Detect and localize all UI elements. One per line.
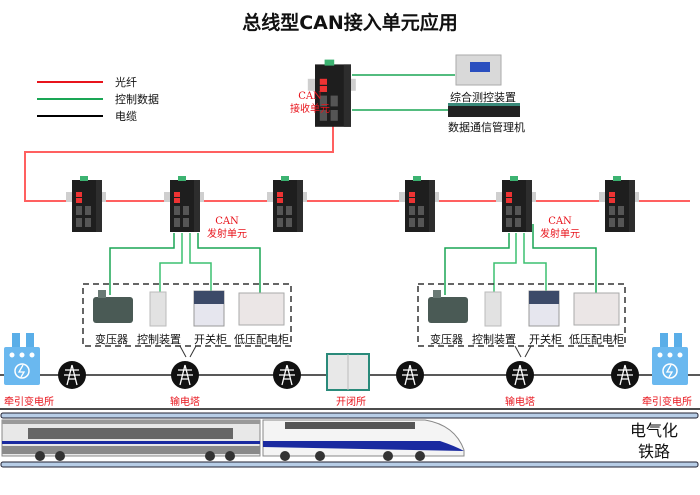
- control-lines-right: [444, 224, 597, 295]
- switching-station-icon: [326, 353, 370, 391]
- transmitter-label-left: CAN 发射单元: [207, 216, 247, 240]
- data-comm-manager-label: 数据通信管理机: [448, 121, 525, 134]
- tower-icon-5: [505, 360, 535, 390]
- data-comm-manager-icon: [448, 103, 520, 117]
- legend-fiber-label: 光纤: [115, 76, 137, 89]
- switchgear-icon-right: [528, 290, 560, 327]
- tower-label-left: 输电塔: [170, 397, 200, 408]
- legend-cable-label: 电缆: [115, 110, 137, 123]
- train-icon: [1, 419, 465, 461]
- tower-icon-4: [395, 360, 425, 390]
- equipment-label-lv-left: 低压配电柜: [234, 333, 289, 346]
- equipment-group-box-left: [82, 283, 292, 347]
- control-device-icon-right: [484, 291, 502, 327]
- tower-icon-2: [170, 360, 200, 390]
- can-transmitter-right: [496, 176, 536, 232]
- lv-cabinet-icon-right: [573, 292, 620, 326]
- switching-station-label: 开闭所: [336, 397, 366, 408]
- equipment-label-transformer-left: 变压器: [95, 333, 128, 346]
- fiber-line: [24, 118, 690, 202]
- transformer-icon-right: [428, 290, 468, 323]
- tower-icon-6: [610, 360, 640, 390]
- traction-substation-label-right: 牵引变电所: [642, 397, 692, 408]
- diagram-title: 总线型CAN接入单元应用: [242, 12, 458, 34]
- can-node-3: [267, 176, 307, 232]
- equipment-label-transformer-right: 变压器: [430, 333, 463, 346]
- can-node-6: [599, 176, 639, 232]
- traction-substation-icon-left: [3, 332, 41, 386]
- control-device-icon-left: [149, 291, 167, 327]
- switchgear-icon-left: [193, 290, 225, 327]
- legend-fiber-line: [37, 81, 103, 83]
- legend-cable-line: [37, 115, 103, 117]
- measure-control-label: 综合测控装置: [450, 91, 516, 104]
- equipment-label-switchgear-left: 开关柜: [194, 333, 227, 346]
- rail-bottom: [0, 461, 699, 468]
- traction-substation-label-left: 牵引变电所: [4, 397, 54, 408]
- equipment-group-box-right: [417, 283, 626, 347]
- railway-label: 电气化 铁路: [629, 421, 678, 461]
- equipment-label-control-left: 控制装置: [137, 333, 181, 346]
- legend-control-label: 控制数据: [115, 93, 159, 106]
- tower-label-right: 输电塔: [505, 397, 535, 408]
- equipment-label-switchgear-right: 开关柜: [529, 333, 562, 346]
- tower-icon-3: [272, 360, 302, 390]
- transformer-icon-left: [93, 290, 133, 323]
- can-transmitter-left: [164, 176, 204, 232]
- can-node-4: [399, 176, 439, 232]
- traction-substation-icon-right: [651, 332, 689, 386]
- tower-icon-1: [57, 360, 87, 390]
- equipment-label-lv-right: 低压配电柜: [569, 333, 624, 346]
- transmitter-label-right: CAN 发射单元: [540, 216, 580, 240]
- control-lines-left: [109, 233, 261, 295]
- rail-top: [0, 412, 699, 419]
- equipment-label-control-right: 控制装置: [472, 333, 516, 346]
- lv-cabinet-icon-left: [238, 292, 285, 326]
- can-node-1: [66, 176, 106, 232]
- receiver-label: CAN 接收单元: [290, 91, 330, 115]
- legend-control-line: [37, 98, 103, 100]
- measure-control-device-icon: [455, 54, 502, 86]
